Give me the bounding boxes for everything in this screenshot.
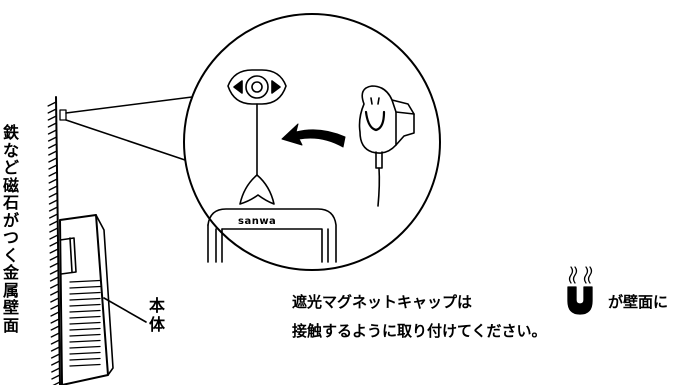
magnet-cap (358, 85, 415, 207)
wall-hatch-line (47, 129, 58, 135)
grill-line (69, 321, 101, 325)
wall-hatch-line (50, 339, 61, 345)
grill-line (69, 297, 101, 301)
main-unit-label: 本体 (148, 296, 165, 334)
main-unit-leader (103, 297, 147, 323)
grill-line (69, 351, 101, 355)
callout-line-bottom (65, 119, 186, 161)
grill-line (69, 345, 101, 349)
callout-line-top (65, 96, 193, 114)
wall-hatch-line (49, 227, 59, 233)
wall-hatch-line (47, 115, 57, 121)
instruction-line2: 接触するように取り付けてください。 (292, 322, 547, 340)
magnet-cap-small (59, 109, 67, 121)
instruction-line1-before: 遮光マグネットキャップは (292, 293, 473, 311)
wall-hatch-line (48, 150, 58, 156)
grill-line (69, 357, 101, 361)
main-unit (59, 214, 114, 385)
curved-arrow-icon (281, 123, 346, 148)
wall-hatch-line (48, 199, 59, 205)
grill-line (69, 285, 101, 289)
wall-hatch-line (49, 241, 59, 247)
wall-hatch-line (48, 213, 59, 219)
wall-hatch-line (48, 206, 59, 212)
wall-hatch-line (49, 262, 59, 268)
wall-hatch-line (49, 269, 60, 275)
wall-hatch-line (48, 171, 58, 177)
wall-hatch-line (50, 297, 60, 303)
wall-hatch-line (47, 108, 57, 114)
grill-line (69, 333, 101, 337)
wall-hatch-line (51, 360, 61, 366)
wall-hatch-line (48, 185, 58, 191)
grill-line (69, 309, 101, 313)
wall-hatch-line (49, 220, 59, 226)
wall-hatch-line (50, 311, 60, 317)
grill-line (69, 327, 101, 331)
grill-line (69, 315, 101, 319)
wall-hatch-line (48, 192, 58, 198)
wall-hatch-line (52, 381, 61, 385)
metal-wall (47, 96, 61, 385)
grill-line (69, 291, 101, 295)
zoom-circle (183, 13, 441, 271)
brand-label: sanwa (238, 216, 277, 227)
grill-line (69, 279, 101, 283)
wall-hatch-line (51, 374, 61, 380)
device-top (207, 208, 337, 263)
wall-hatch-line (47, 136, 58, 142)
instruction-line1-after: が壁面に (608, 293, 669, 311)
wall-hatch-line (48, 157, 58, 163)
wall-hatch-line (49, 283, 60, 289)
wall-hatch-line (49, 234, 59, 240)
wall-hatch-line (48, 164, 58, 170)
wall-hatch-line (50, 290, 60, 296)
wall-hatch-line (50, 318, 60, 324)
wall-hatch-line (50, 332, 60, 338)
wall-hatch-line (50, 353, 61, 359)
magnet-icon (567, 266, 593, 315)
wall-hatch-line (50, 304, 60, 310)
grill-line (69, 303, 101, 307)
strap-holder (227, 69, 287, 205)
metal-wall-label: 鉄など磁石がつく金属壁面 (2, 123, 19, 335)
wall-hatch-line (49, 248, 59, 254)
wall-hatch-line (49, 255, 59, 261)
grill-line (69, 339, 101, 343)
wall-hatch-line (49, 276, 60, 282)
wall-hatch-line (48, 178, 58, 184)
wall-hatch-line (47, 122, 58, 128)
wall-hatch-line (48, 143, 58, 149)
wall-hatch-line (50, 346, 61, 352)
wall-hatch-line (51, 367, 61, 373)
grill-line (69, 363, 101, 367)
wall-hatch-line (50, 325, 60, 331)
wall-hatch-line (47, 101, 57, 107)
